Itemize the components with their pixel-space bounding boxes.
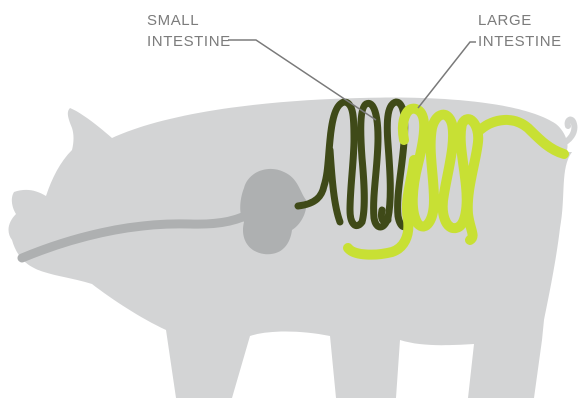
large-intestine-label-line2: INTESTINE (478, 31, 562, 52)
small-intestine-label: SMALL INTESTINE (147, 10, 231, 52)
large-intestine-label-line1: LARGE (478, 10, 562, 31)
large-intestine-label: LARGE INTESTINE (478, 10, 562, 52)
pig-body (9, 98, 572, 398)
small-intestine-label-line1: SMALL (147, 10, 231, 31)
large-intestine-leader-line (418, 42, 476, 108)
small-intestine-label-line2: INTESTINE (147, 31, 231, 52)
